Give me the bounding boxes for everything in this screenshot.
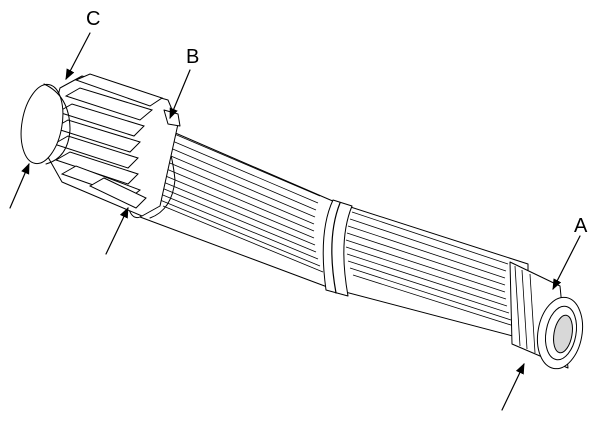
arrow-a [552,235,581,290]
gear-teeth [52,73,164,209]
arrow-b [169,69,191,119]
shaft-splines-upper [155,129,324,273]
label-a: A [574,215,588,237]
helical-gear [20,73,181,217]
shaft-splines-lower [345,211,515,327]
arrow-shaft-lower [501,363,525,411]
gear-end-face-c [20,83,64,165]
arrow-left-lower [9,163,30,209]
arrow-c [65,32,91,80]
label-b: B [186,46,199,68]
arrow-gear-lower [105,207,129,255]
shaft [125,121,584,370]
callout-arrows [9,32,581,411]
shaft-collar [322,199,353,297]
label-c: C [86,8,100,30]
